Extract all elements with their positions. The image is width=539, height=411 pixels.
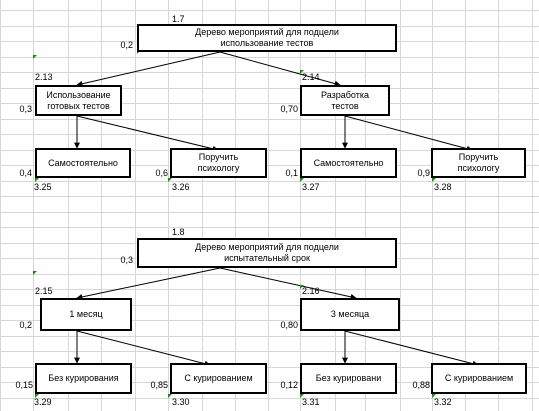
node-2-16-id: 2.16 [302,286,320,296]
leaf-3-26-id: 3.26 [172,182,190,192]
cell-marker [33,271,37,275]
cell-marker [300,394,304,398]
leaf-3-30-weight: 0,85 [150,380,168,390]
leaf-3-26-box: Поручить психологу [170,148,267,178]
node-2-16-weight: 0,80 [280,320,298,330]
node-2-14-box: Разработка тестов [300,85,390,116]
leaf-3-27-weight: 0,1 [285,168,298,178]
leaf-3-30-box: С курированием [170,363,267,394]
leaf-3-32-box: С курированием [431,363,527,394]
leaf-3-28-id: 3.28 [434,182,452,192]
node-2-15-box: 1 месяц [40,298,132,331]
leaf-3-32-weight: 0,88 [412,380,430,390]
root2-weight: 0,3 [120,255,133,265]
root2-box: Дерево мероприятий для подцели испытател… [137,238,397,268]
leaf-3-28-weight: 0,9 [417,168,430,178]
node-2-15-weight: 0,2 [19,320,32,330]
node-2-13-id: 2.13 [35,72,53,82]
leaf-3-30-id: 3.30 [172,397,190,407]
cell-marker [168,394,172,398]
root1-box: Дерево мероприятий для подцели использов… [137,24,397,52]
cell-marker [432,178,436,182]
node-2-16-box: 3 месяца [300,298,400,331]
leaf-3-25-weight: 0,4 [19,168,32,178]
leaf-3-28-box: Поручить психологу [431,148,526,178]
root1-id: 1.7 [172,14,185,24]
node-2-13-box: Использование готовых тестов [35,85,122,116]
leaf-3-31-box: Без курировани [300,363,397,394]
leaf-3-29-box: Без курирования [35,363,132,394]
root2-id: 1.8 [172,227,185,237]
cell-marker [35,178,39,182]
leaf-3-25-box: Самостоятельно [35,148,131,178]
cell-marker [137,50,141,54]
node-2-15-id: 2.15 [35,286,53,296]
leaf-3-27-id: 3.27 [302,182,320,192]
node-2-13-weight: 0,3 [19,104,32,114]
leaf-3-25-id: 3.25 [34,182,52,192]
leaf-3-32-id: 3.32 [434,397,452,407]
leaf-3-29-weight: 0,15 [15,380,33,390]
leaf-3-26-weight: 0,6 [155,168,168,178]
node-2-14-weight: 0,70 [280,104,298,114]
cell-marker [33,55,37,59]
leaf-3-29-id: 3.29 [34,397,52,407]
cell-marker [300,178,304,182]
leaf-3-31-weight: 0,12 [280,380,298,390]
leaf-3-27-box: Самостоятельно [300,148,397,178]
cell-marker [35,394,39,398]
leaf-3-31-id: 3.31 [302,397,320,407]
cell-marker [432,394,436,398]
cell-marker [168,178,172,182]
node-2-14-id: 2.14 [302,72,320,82]
cell-marker [300,70,304,74]
root1-weight: 0,2 [120,40,133,50]
cell-marker [300,285,304,289]
